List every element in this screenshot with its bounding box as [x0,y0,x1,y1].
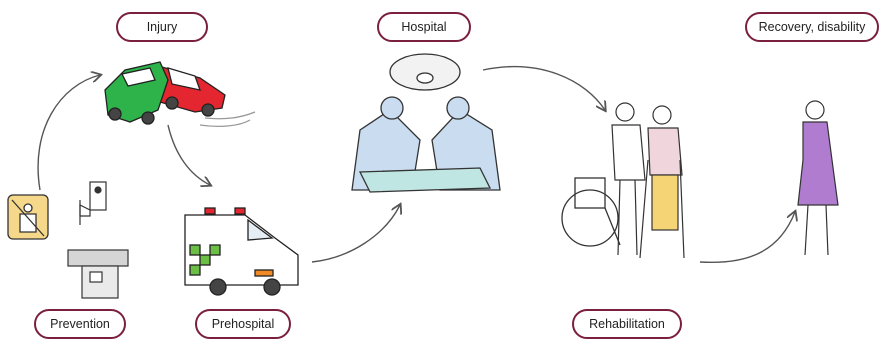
car-crash-icon [104,61,256,127]
stage-prehospital: Prehospital [195,309,291,339]
woman-icon [797,100,839,256]
seatbelt-icon [7,194,49,240]
surgeons-icon [351,53,501,193]
caregiver-patient-icon [611,102,685,259]
arrow-rehabilitation-to-recovery [699,212,795,264]
ambulance-icon [184,207,299,296]
stage-recovery: Recovery, disability [745,12,879,42]
stage-hospital: Hospital [377,12,471,42]
arrow-injury-to-prehospital [167,124,210,185]
camera-icon [79,181,107,225]
wheelchair-icon [561,177,621,247]
flow-arrows [37,66,795,264]
stage-rehabilitation: Rehabilitation [572,309,682,339]
speed-bump-icon [67,249,129,299]
stage-injury: Injury [116,12,208,42]
arrow-hospital-to-rehabilitation [482,66,605,110]
arrow-prevention-to-injury [37,75,100,191]
arrow-prehospital-to-hospital [311,205,400,263]
stage-prevention: Prevention [34,309,126,339]
